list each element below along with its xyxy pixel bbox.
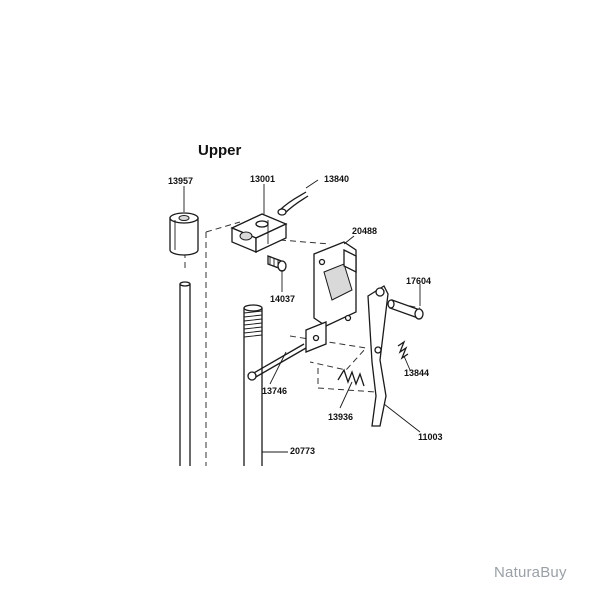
part-17604-pin [387,299,424,320]
part-label-13844: 13844 [404,368,430,378]
part-20773-threaded-rod [243,304,263,466]
part-label-14037: 14037 [270,294,296,304]
part-label-17604: 17604 [406,276,432,286]
part-13936-spring [337,368,365,387]
part-label-11003: 11003 [418,432,443,442]
part-label-13840: 13840 [324,174,350,184]
part-label-13936: 13936 [328,412,354,422]
part-label-13001: 13001 [250,174,276,184]
part-11003-lever [367,285,389,427]
part-rod-left [179,281,191,466]
part-14037-screw [267,255,287,272]
part-13844-spring [397,340,409,360]
part-13957-bushing [169,212,199,256]
part-20488-bracket [305,241,357,353]
part-label-20488: 20488 [352,226,378,236]
assembly-guide-lines [184,221,421,466]
leader-lines [183,179,421,453]
part-13746-long-pin [247,343,307,381]
part-label-13746: 13746 [262,386,288,396]
watermark: NaturaBuy [494,564,567,581]
part-label-20773: 20773 [290,446,316,456]
part-13840-cotter-pin [277,191,309,216]
part-label-13957: 13957 [168,176,194,186]
part-13001-clamp-block [230,213,288,254]
diagram-title: Upper [198,142,242,159]
